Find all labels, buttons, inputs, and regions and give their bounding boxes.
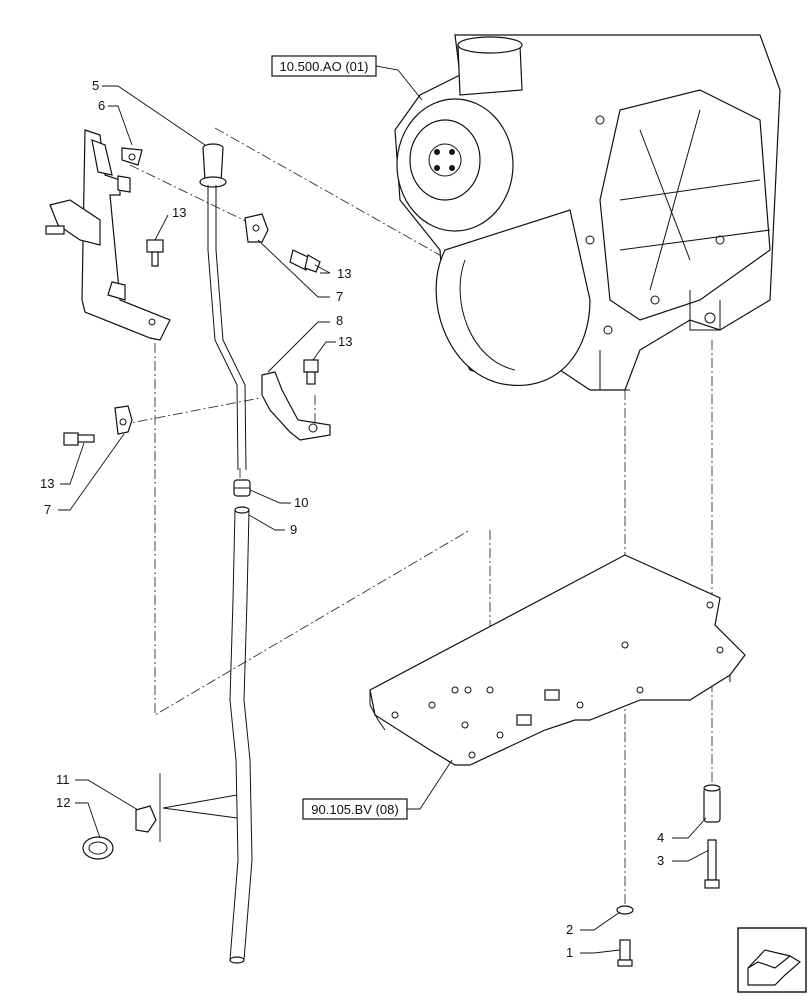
spacer-4 [703, 784, 721, 823]
callout-2: 2 [566, 922, 573, 937]
callout-8: 8 [336, 313, 343, 328]
clamp-10 [233, 479, 251, 497]
bolt-13-b [289, 249, 321, 273]
callout-7-upper: 7 [336, 289, 343, 304]
washer-2 [616, 905, 634, 915]
callout-4: 4 [657, 830, 664, 845]
engine-reference: 10.500.AO (01) [271, 55, 423, 101]
callout-13-c: 13 [338, 334, 352, 349]
engine-assembly [394, 34, 781, 391]
clip-11 [135, 805, 157, 833]
bracket-6 [45, 129, 171, 341]
callout-13-a: 13 [172, 205, 186, 220]
callout-1: 1 [566, 945, 573, 960]
bracket-8 [261, 371, 331, 441]
svg-text:90.105.BV (08): 90.105.BV (08) [311, 802, 398, 817]
svg-text:10.500.AO (01): 10.500.AO (01) [280, 59, 369, 74]
callout-13-d: 13 [40, 476, 54, 491]
bolt-1 [617, 939, 633, 967]
callout-11: 11 [56, 772, 70, 787]
callout-12: 12 [56, 795, 70, 810]
bracket-7-lower [114, 405, 133, 435]
dipstick-5 [199, 143, 247, 471]
tube-9 [229, 506, 253, 964]
bolt-3 [704, 839, 720, 889]
callout-3: 3 [657, 853, 664, 868]
callout-10: 10 [294, 495, 308, 510]
plate-reference: 90.105.BV (08) [302, 759, 453, 820]
arrow-icon[interactable] [737, 927, 807, 993]
mounting-plate [369, 554, 746, 766]
grommet-12 [82, 836, 114, 860]
callout-9: 9 [290, 522, 297, 537]
bolt-13-a [146, 239, 164, 267]
callout-7-lower: 7 [44, 502, 51, 517]
callout-13-b: 13 [337, 266, 351, 281]
callout-6: 6 [98, 98, 105, 113]
callout-5: 5 [92, 78, 99, 93]
bolt-13-c [303, 359, 319, 385]
callouts: 5 6 13 13 7 8 13 13 7 10 9 11 12 4 3 2 1 [40, 78, 710, 960]
bracket-7-upper [244, 213, 269, 243]
bolt-13-d [63, 432, 95, 446]
